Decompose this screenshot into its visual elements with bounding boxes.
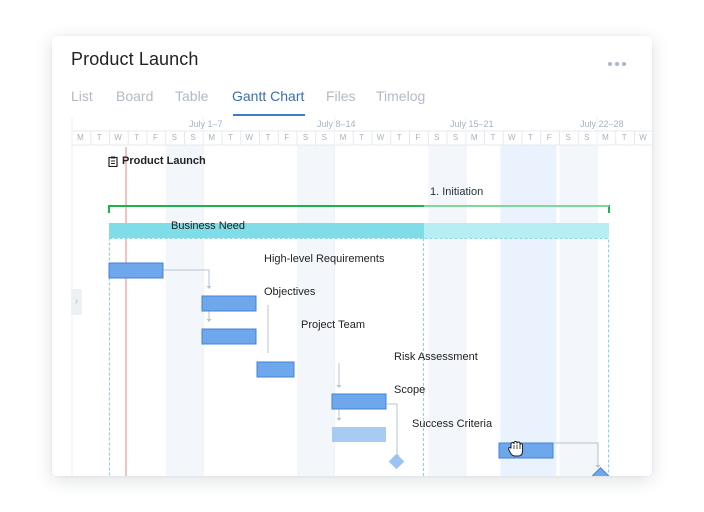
day-letter: M [339,133,347,142]
day-letter: W [245,133,254,142]
task-label: Project Team [301,319,365,331]
task-bar-project-team[interactable] [256,361,295,378]
day-letter: T [96,133,102,142]
expand-panel-handle[interactable]: › [71,289,82,315]
day-letter: T [528,133,533,142]
day-letter: S [452,133,459,142]
day-letter: T [621,133,627,142]
task-bar-risk-assessment[interactable] [331,393,387,410]
weekend-column [297,145,316,476]
day-letter: S [321,133,327,142]
page-title: Product Launch [71,49,199,69]
task-label: Objectives [264,286,316,298]
milestone-end[interactable] [592,467,609,476]
day-letter: S [302,133,309,142]
phase-label: 1. Initiation [430,186,484,198]
weekend-column [184,145,204,476]
day-letter: W [507,133,516,142]
tab-board[interactable]: Board [116,88,154,104]
tab-bar: List Board Table Gantt Chart Files Timel… [52,86,652,118]
day-letter: T [396,133,402,142]
task-label: Scope [394,384,426,396]
connector-arrow [206,319,212,322]
task-bar-scope[interactable] [332,427,386,442]
day-letter: T [265,133,271,142]
day-letter: M [77,133,84,142]
connector-arrow [336,418,342,421]
day-letter: F [546,133,552,142]
dependency-connector [554,442,599,467]
connector-arrow [336,385,342,388]
more-options-icon[interactable] [608,62,626,68]
weekend-column [315,145,335,476]
weekend-column [559,145,579,476]
gantt-chart: July 1–7 July 8–14 July 15–21 July 22–28… [71,117,652,476]
task-label: Business Need [171,220,245,232]
day-letter: M [208,133,216,142]
day-letter: S [171,133,177,142]
task-bar-high-level-requirements[interactable] [201,295,257,312]
day-letter: S [584,133,590,142]
task-bar-objectives[interactable] [201,328,257,345]
clipboard-icon [108,156,118,167]
project-name: Product Launch [122,155,206,167]
day-letter: T [134,133,140,142]
gantt-canvas [71,117,652,476]
tab-files[interactable]: Files [326,88,356,104]
day-letter: M [602,133,609,142]
connector-arrow [595,465,601,468]
week-label: July 15–21 [450,119,494,129]
day-letter: T [359,133,365,142]
day-letter: F [284,133,290,142]
milestone-success-criteria[interactable] [388,453,405,470]
day-letter: W [114,133,122,142]
tab-table[interactable]: Table [175,88,209,104]
day-letter: F [415,133,421,142]
dependency-connector [163,269,210,288]
day-letter: W [376,133,385,142]
task-label: Risk Assessment [394,351,478,363]
day-letter: M [470,133,478,142]
project-card: Product Launch List Board Table Gantt Ch… [52,36,652,476]
tab-list[interactable]: List [71,88,93,104]
active-tab-indicator [233,114,305,116]
day-letter: S [434,133,440,142]
day-letter: T [490,133,496,142]
day-letter: S [565,133,571,142]
highlighted-days [500,145,557,476]
week-label: July 1–7 [189,119,223,129]
task-bar-business-need[interactable] [108,262,164,279]
week-label: July 8–14 [317,119,356,129]
weekend-column [578,145,597,476]
grab-cursor-icon [508,440,523,457]
day-letter: S [190,133,196,142]
phase-bar[interactable] [109,223,424,238]
task-bar-dragging[interactable] [498,442,554,459]
weekend-column [165,145,185,476]
tab-gantt-chart[interactable]: Gantt Chart [232,88,305,104]
week-label: July 22–28 [580,119,624,129]
task-label: Success Criteria [412,418,493,430]
dependency-connector [387,403,398,457]
day-letter: W [639,133,647,142]
phase-bar-remaining [424,223,609,238]
phase-selection-frame [109,238,609,476]
project-summary-bar[interactable] [108,205,610,213]
day-letter: T [228,133,233,142]
day-letter: F [153,133,158,142]
tab-timelog[interactable]: Timelog [376,88,426,104]
task-label: High-level Requirements [264,253,385,265]
connector-arrow [206,286,212,289]
